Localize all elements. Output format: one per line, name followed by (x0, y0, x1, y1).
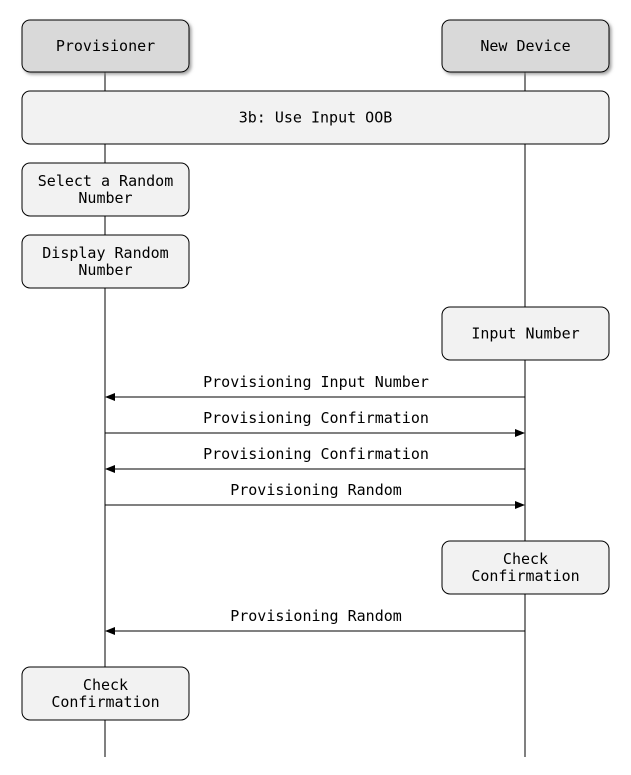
message-label-3: Provisioning Random (230, 481, 402, 499)
note-2: Input Number (441, 306, 610, 361)
note-3-label: Check (503, 550, 548, 568)
message-label-2: Provisioning Confirmation (203, 445, 429, 463)
note-0-label: Select a Random (38, 172, 173, 190)
note-1-label: Number (78, 261, 132, 279)
participant-0: Provisioner (21, 19, 190, 73)
note-3-label: Confirmation (471, 567, 579, 585)
message-label-4: Provisioning Random (230, 607, 402, 625)
participant-0-label: Provisioner (56, 37, 155, 55)
note-4-label: Confirmation (51, 693, 159, 711)
note-4-label: Check (83, 676, 128, 694)
note-1-label: Display Random (42, 244, 168, 262)
message-label-0: Provisioning Input Number (203, 373, 429, 391)
section-header: 3b: Use Input OOB (21, 90, 610, 145)
participant-1: New Device (441, 19, 610, 73)
participant-1-label: New Device (480, 37, 570, 55)
note-0-label: Number (78, 189, 132, 207)
message-label-1: Provisioning Confirmation (203, 409, 429, 427)
note-2-label: Input Number (471, 325, 579, 343)
section-header-label: 3b: Use Input OOB (239, 109, 393, 127)
